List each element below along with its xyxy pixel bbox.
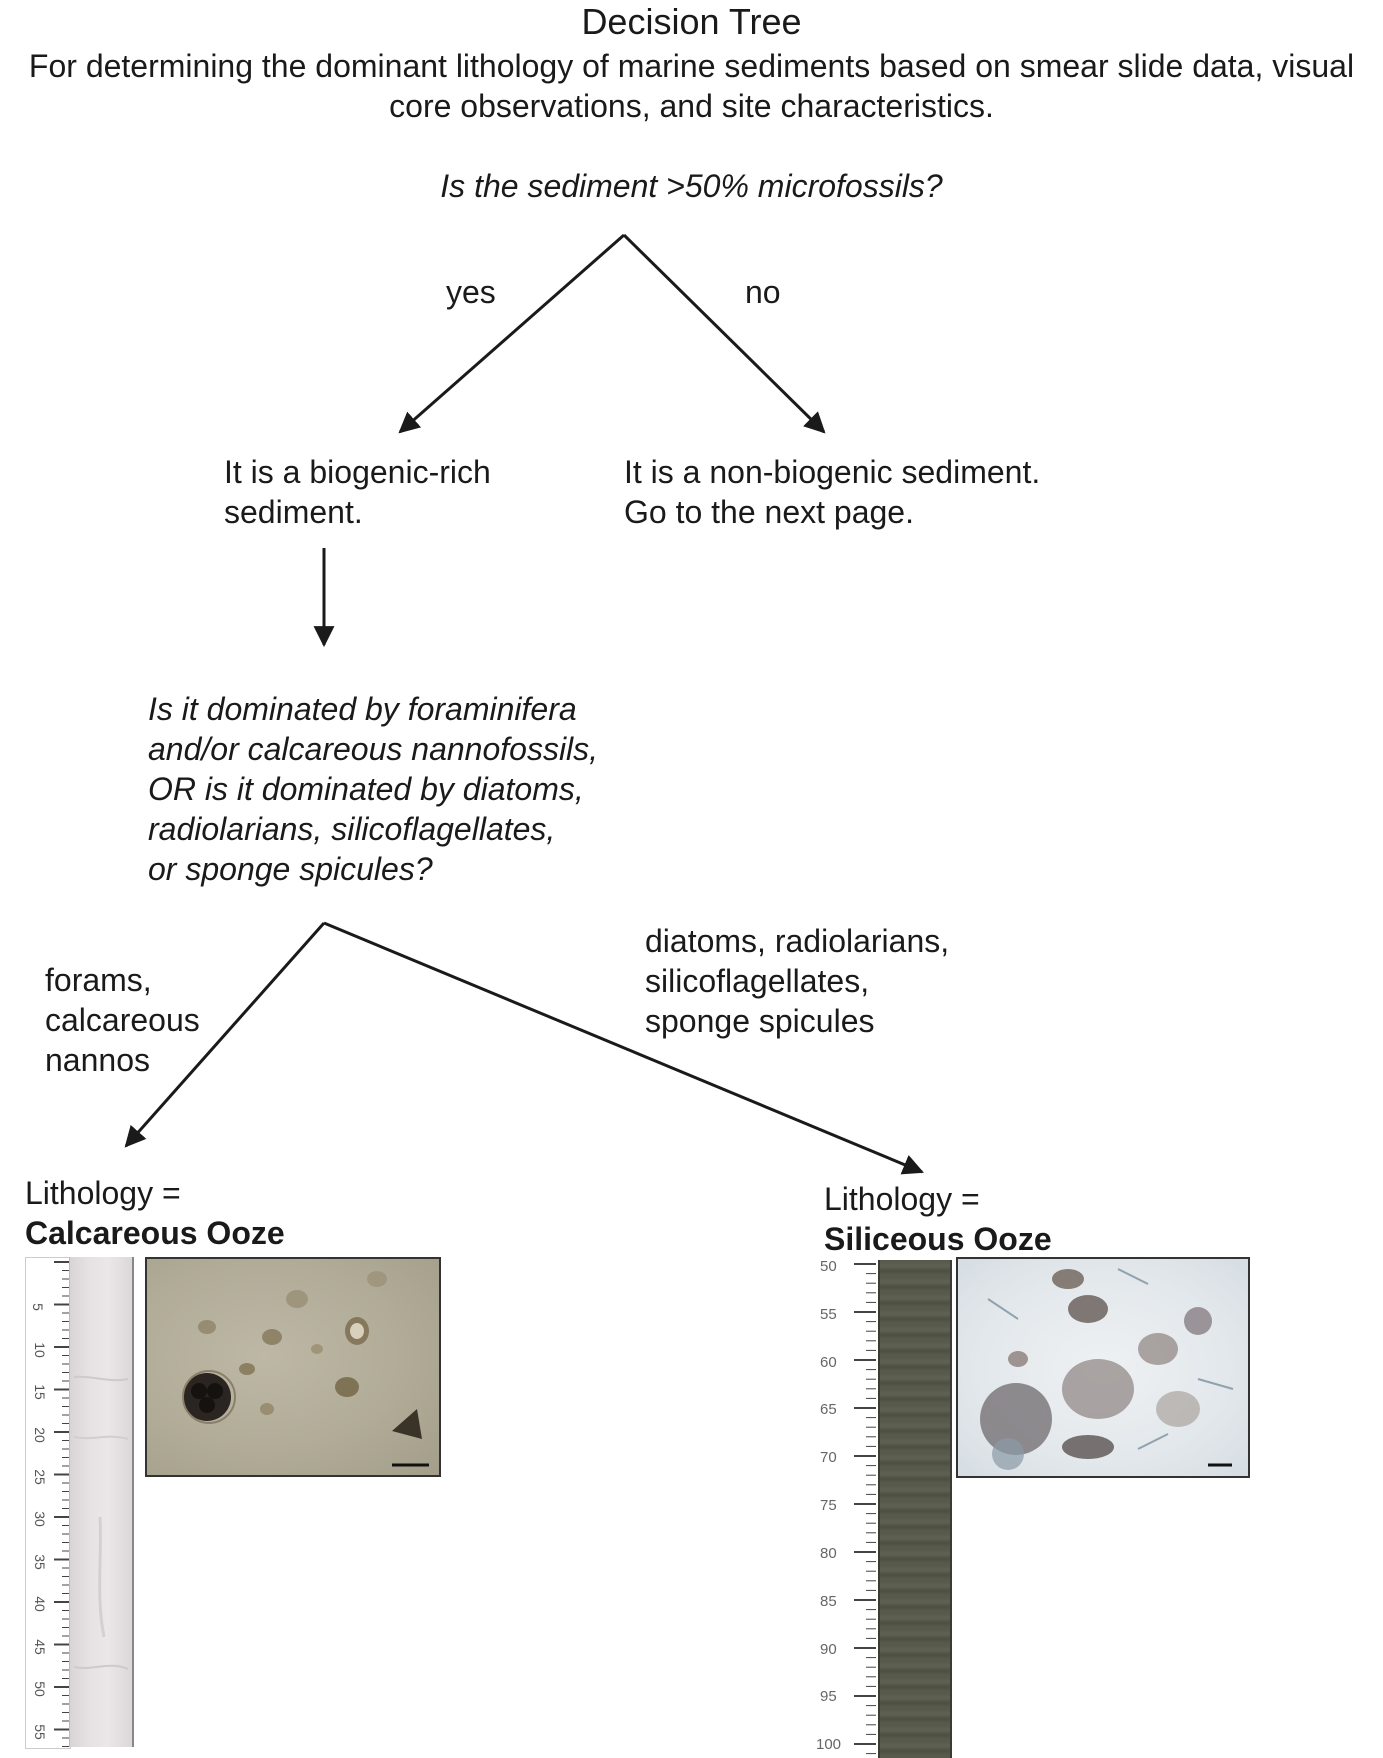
ruler-label: 75 (820, 1497, 837, 1514)
micrograph-siliceous-image (980, 1268, 1234, 1470)
diagram-subtitle: For determining the dominant lithology o… (28, 48, 1355, 124)
ruler-ticks-siliceous (854, 1263, 876, 1755)
micrograph-calcareous (145, 1257, 441, 1477)
result-siliceous-prefix: Lithology = (824, 1181, 980, 1217)
ruler-label: 15 (31, 1384, 48, 1400)
ruler-label: 90 (820, 1641, 837, 1658)
edge-diatoms-arrow (323, 921, 924, 1175)
ruler-label: 80 (820, 1545, 837, 1562)
core-texture (73, 1375, 129, 1670)
core-ruler-calcareous: 5 10 15 20 25 30 35 40 45 50 55 (25, 1257, 71, 1749)
question-microfossils: Is the sediment >50% microfossils? (440, 168, 943, 204)
diagram-title: Decision Tree (581, 1, 802, 42)
result-calcareous-prefix: Lithology = (25, 1175, 181, 1211)
ruler-label: 30 (31, 1511, 48, 1527)
ruler-label: 20 (31, 1427, 48, 1443)
ruler-label: 85 (820, 1593, 837, 1610)
ruler-label: 100 (816, 1736, 842, 1753)
edge-yes-arrow (398, 233, 625, 434)
ruler-label: 50 (31, 1681, 48, 1697)
ruler-label: 10 (31, 1342, 48, 1358)
ruler-label: 65 (820, 1401, 837, 1418)
micrograph-calcareous-image (182, 1271, 429, 1467)
ruler-label: 5 (29, 1303, 46, 1311)
edge-forams-arrow (124, 922, 326, 1148)
node-non-biogenic: It is a non-biogenic sediment. Go to the… (624, 454, 1041, 530)
edge-label-yes: yes (446, 274, 496, 310)
result-siliceous-name: Siliceous Ooze (824, 1221, 1052, 1257)
micrograph-siliceous (956, 1257, 1250, 1478)
core-ruler-siliceous: 50 55 60 65 70 75 80 85 90 95 100 (816, 1258, 876, 1758)
edge-label-no: no (745, 274, 781, 310)
ruler-ticks-calcareous (54, 1261, 70, 1747)
node-biogenic-rich: It is a biogenic-rich sediment. (224, 454, 491, 530)
ruler-label: 95 (820, 1688, 837, 1705)
result-calcareous-name: Calcareous Ooze (25, 1215, 285, 1251)
ruler-label: 55 (820, 1306, 837, 1323)
core-photo-calcareous (69, 1257, 134, 1747)
question-dominant-microfossil: Is it dominated by foraminifera and/or c… (148, 691, 599, 887)
ruler-label: 70 (820, 1449, 837, 1466)
ruler-label: 60 (820, 1354, 837, 1371)
edge-no-arrow (622, 233, 826, 434)
edge-label-forams: forams, calcareous nannos (45, 962, 200, 1078)
ruler-label: 50 (820, 1258, 837, 1275)
ruler-label: 35 (31, 1554, 48, 1570)
ruler-label: 55 (31, 1724, 48, 1740)
ruler-label: 25 (31, 1469, 48, 1485)
edge-label-diatoms: diatoms, radiolarians, silicoflagellates… (645, 923, 950, 1039)
ruler-label: 40 (31, 1596, 48, 1612)
core-photo-siliceous (878, 1260, 952, 1758)
ruler-label: 45 (31, 1639, 48, 1655)
